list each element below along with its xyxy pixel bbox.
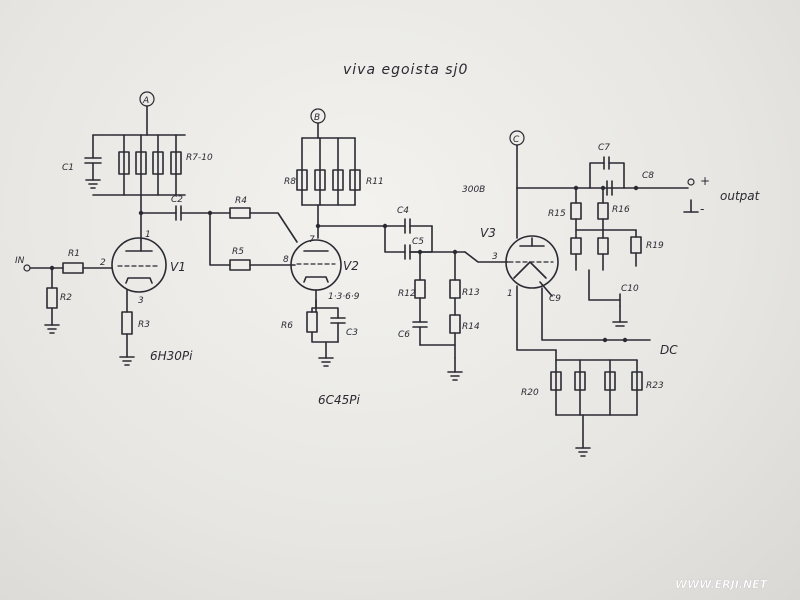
svg-text:8: 8 <box>283 255 289 265</box>
v2-tube: 7 V2 1·3·6·9 <box>290 235 360 313</box>
svg-text:R15: R15 <box>548 209 566 219</box>
svg-text:3: 3 <box>492 252 498 262</box>
input-label: IN <box>15 256 25 266</box>
c9-label: C9 <box>549 294 561 304</box>
v1-tube: 1 V1 3 <box>111 230 186 313</box>
r4-resistor: R4 <box>209 196 298 243</box>
svg-text:R5: R5 <box>232 247 244 257</box>
title: viva egoista sj0 <box>343 62 468 78</box>
svg-text:C6: C6 <box>398 330 410 340</box>
v1-label: V1 <box>170 260 186 274</box>
v2-label: V2 <box>343 259 359 273</box>
svg-text:1: 1 <box>507 289 513 299</box>
r16-resistor: R16 <box>597 187 630 271</box>
r1-resistor: R1 2 <box>62 249 113 274</box>
svg-text:R14: R14 <box>462 322 480 332</box>
output-label: outpat <box>720 189 761 203</box>
r23-label: R23 <box>646 381 664 391</box>
supply-node-c: C 300B <box>462 130 525 195</box>
c7-capacitor: C7 <box>589 143 625 189</box>
v2-type: 6C45Pi <box>318 393 361 407</box>
c6-capacitor: C6 <box>398 321 428 346</box>
r19-resistor: R19 <box>630 229 664 267</box>
c1-capacitor: C1 <box>62 134 102 189</box>
svg-text:1: 1 <box>145 230 151 240</box>
svg-text:R1: R1 <box>68 249 80 259</box>
svg-text:C2: C2 <box>171 195 183 205</box>
svg-text:R12: R12 <box>398 289 416 299</box>
cathode-network: DC R20 R23 <box>516 285 678 457</box>
svg-text:A: A <box>142 96 149 106</box>
svg-text:R11: R11 <box>366 177 384 187</box>
svg-text:7: 7 <box>309 235 315 245</box>
dc-label: DC <box>660 343 678 357</box>
c8-capacitor: C8 <box>606 171 654 196</box>
svg-text:-: - <box>700 202 704 216</box>
supply-node-a: A <box>139 91 155 136</box>
watermark: WWW.ERJI.NET <box>675 578 769 591</box>
svg-text:3: 3 <box>138 296 144 306</box>
supply-node-b: B <box>310 108 326 139</box>
svg-text:C: C <box>513 135 520 145</box>
r15-resistor: R15 <box>548 187 582 271</box>
r20-label: R20 <box>521 388 539 398</box>
c1-label: C1 <box>62 163 74 173</box>
r12-resistor: R12 <box>398 251 426 323</box>
svg-text:R19: R19 <box>646 241 664 251</box>
r13-r14-resistors: R13 R14 <box>449 251 480 359</box>
svg-text:B: B <box>314 113 320 123</box>
svg-text:C3: C3 <box>346 328 358 338</box>
svg-text:2: 2 <box>100 258 106 268</box>
r7-10-label: R7-10 <box>186 153 213 163</box>
svg-text:C10: C10 <box>621 284 639 294</box>
r6-resistor: R6 <box>281 299 318 333</box>
r8-r11-resistor-bank: R8 R11 <box>284 137 384 206</box>
r7-10-resistor-bank: R7-10 <box>92 134 213 196</box>
svg-text:R8: R8 <box>284 177 296 187</box>
svg-text:R6: R6 <box>281 321 293 331</box>
c2-capacitor: C2 <box>140 195 211 221</box>
svg-text:R13: R13 <box>462 288 480 298</box>
svg-text:R2: R2 <box>60 293 72 303</box>
r3-resistor: R3 <box>119 311 150 366</box>
svg-text:R4: R4 <box>235 196 247 206</box>
svg-text:+: + <box>700 174 710 188</box>
c10-capacitor: C10 <box>588 269 639 327</box>
svg-text:R16: R16 <box>612 205 630 215</box>
v1-type: 6H30Pi <box>150 349 193 363</box>
pin-note: 1·3·6·9 <box>328 292 360 302</box>
svg-text:C5: C5 <box>412 237 424 247</box>
svg-text:C7: C7 <box>598 143 610 153</box>
svg-text:C8: C8 <box>642 171 654 181</box>
b-voltage: 300B <box>462 185 485 195</box>
svg-text:C4: C4 <box>397 206 409 216</box>
output-terminal: + - outpat <box>683 174 761 216</box>
v3-label: V3 <box>480 226 496 240</box>
r5-resistor: R5 8 <box>209 212 296 271</box>
c3-capacitor: C3 <box>315 307 358 343</box>
input-terminal: IN <box>15 256 64 272</box>
c4-c5-coupling: C4 C5 3 <box>317 206 509 263</box>
r2-resistor: R2 <box>44 267 72 334</box>
svg-text:R3: R3 <box>138 320 150 330</box>
v3-tube: V3 1 C9 <box>480 226 561 304</box>
